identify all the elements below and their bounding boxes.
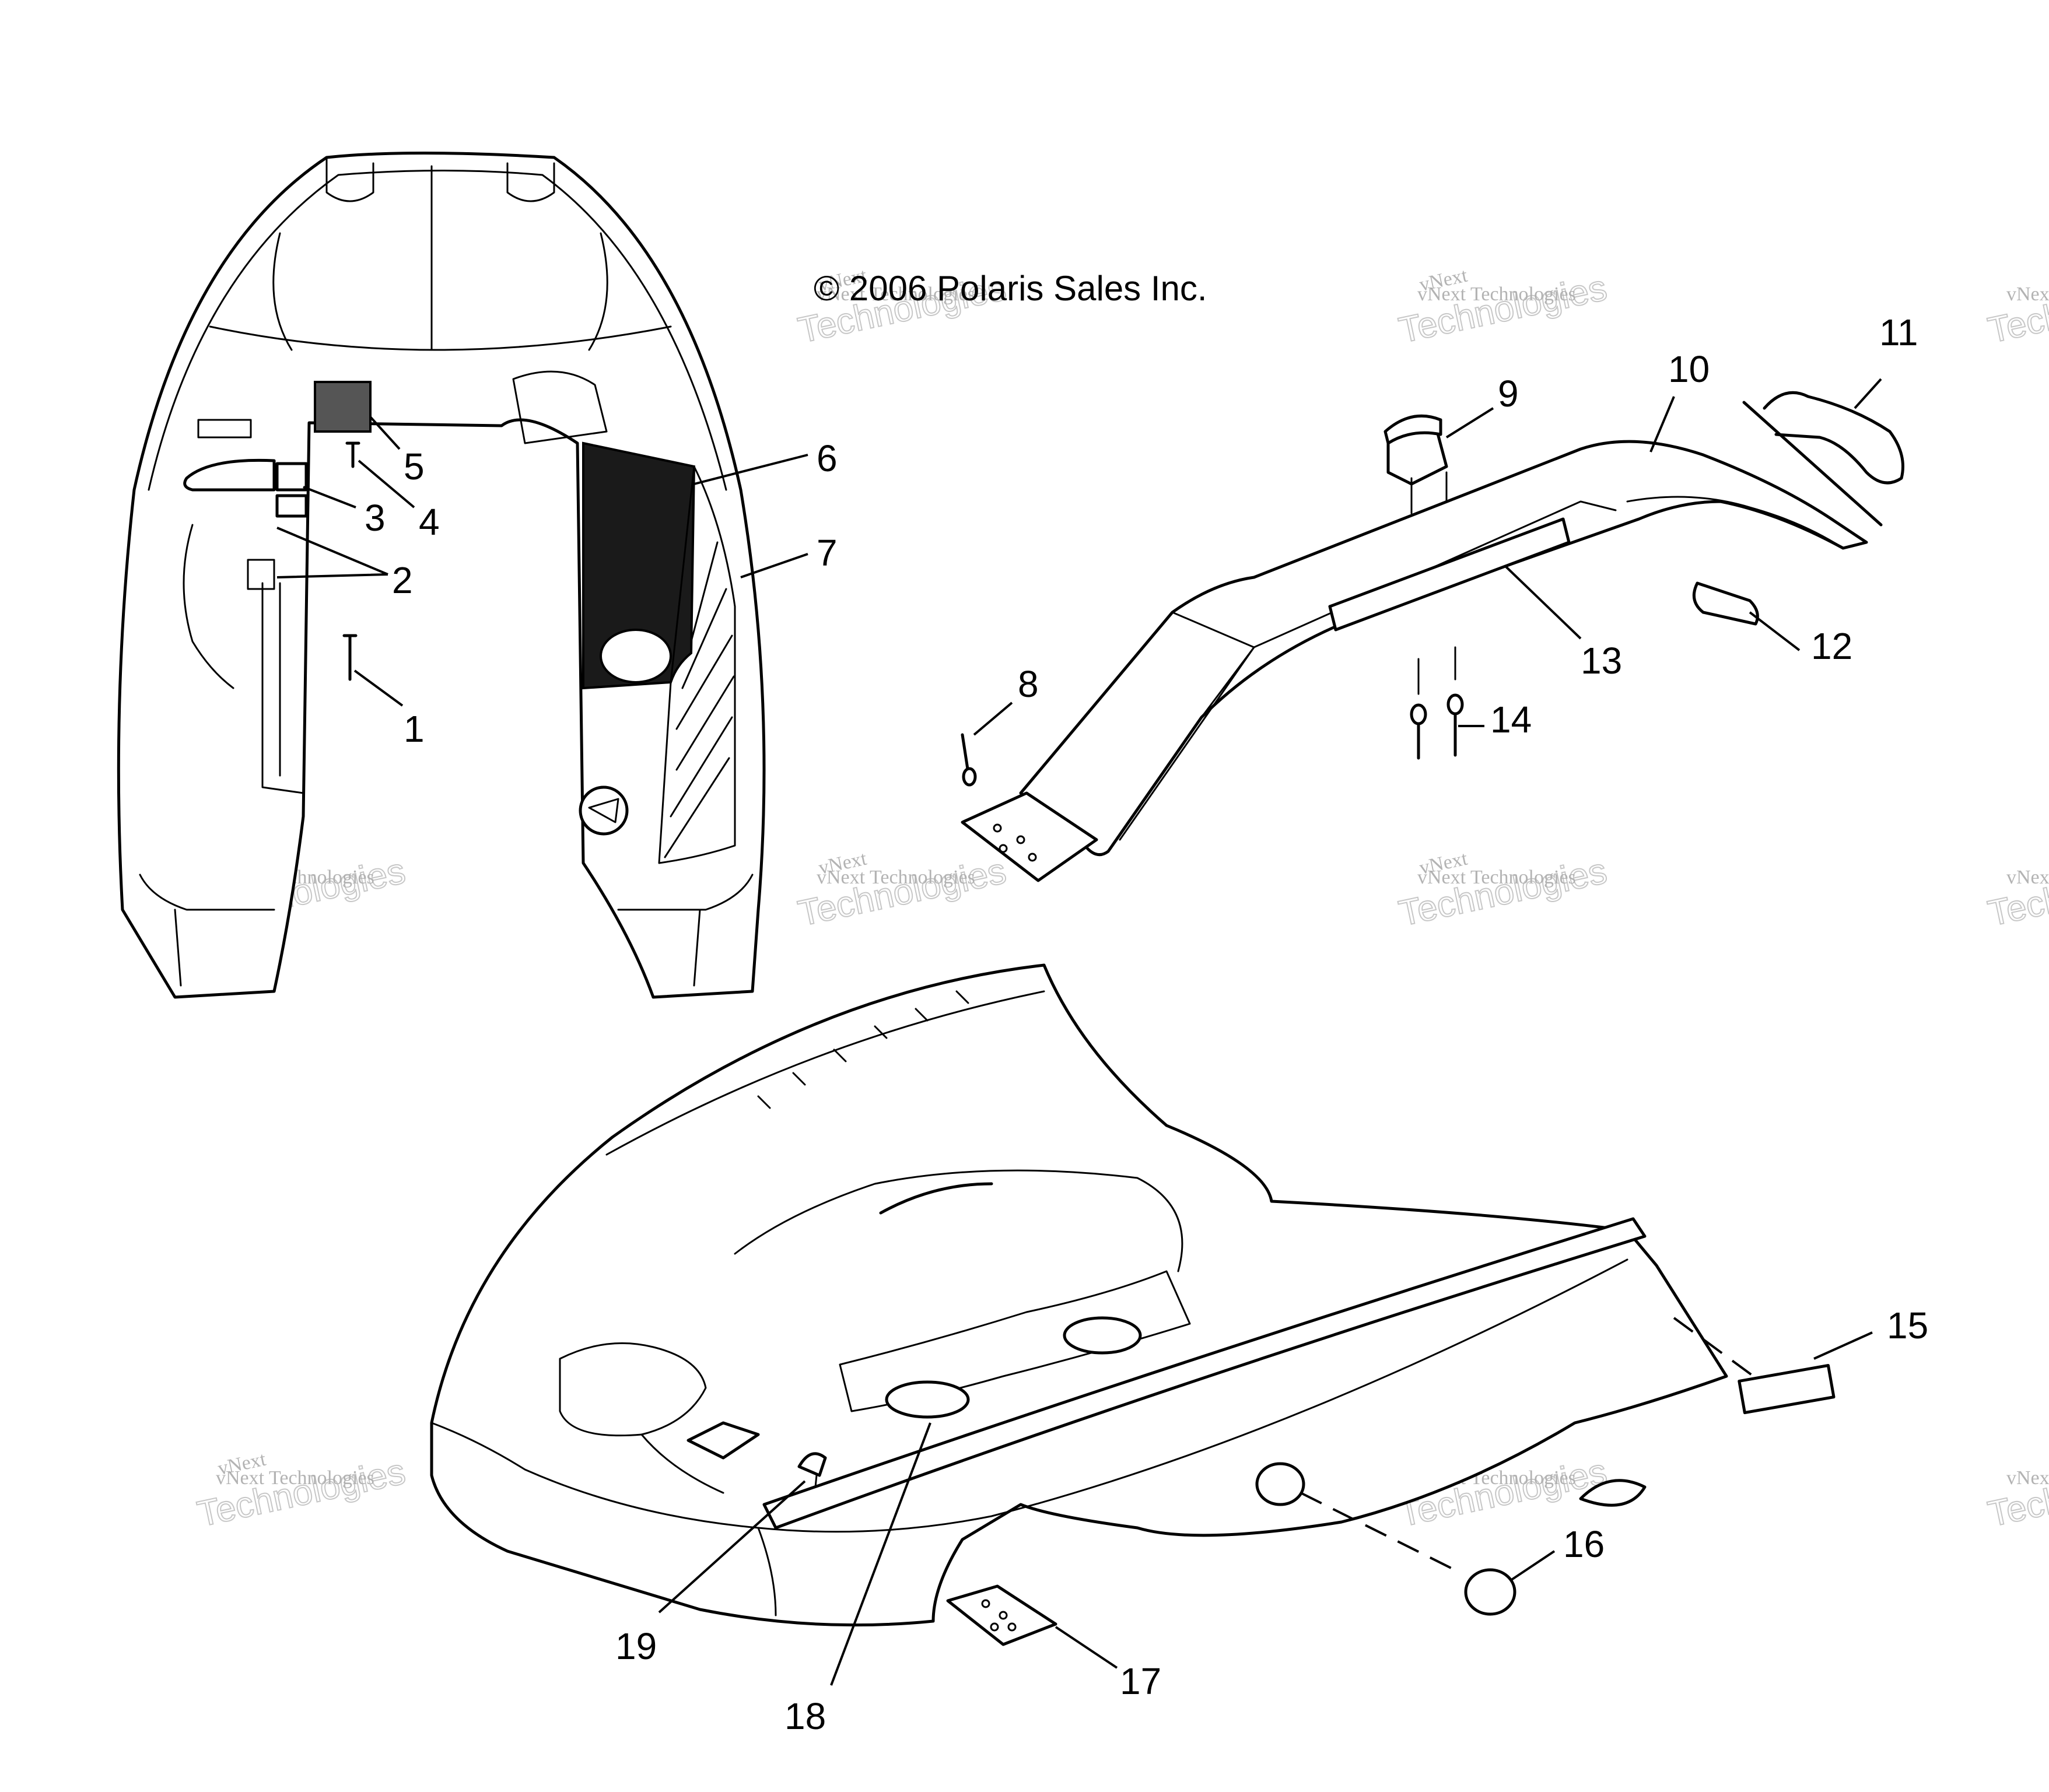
- callout-10: 10: [1668, 348, 1710, 390]
- watermark-tile: vNext Technologies Technologies: [1984, 1451, 2049, 1535]
- callout-12: 12: [1811, 625, 1852, 667]
- plug-16: [1464, 1568, 1516, 1616]
- callout-18: 18: [784, 1695, 826, 1737]
- callout-19: 19: [615, 1625, 657, 1667]
- hinge-plate-8: [961, 791, 1098, 882]
- callout-9: 9: [1498, 373, 1519, 415]
- sleeve-12: [1692, 581, 1759, 626]
- callout-16: 16: [1563, 1523, 1605, 1565]
- svg-text:Technologies: Technologies: [1985, 1451, 2049, 1535]
- hood-top-view: [117, 152, 766, 999]
- callout-3: 3: [365, 497, 386, 539]
- trim-strip: [762, 1217, 1647, 1530]
- hatched-pad: [658, 465, 736, 864]
- callout-13: 13: [1581, 640, 1622, 682]
- callout-15: 15: [1887, 1304, 1928, 1346]
- callout-11: 11: [1879, 311, 1918, 353]
- latch-ring: [579, 785, 629, 836]
- foam-pad-dark: [582, 441, 696, 690]
- callout-4: 4: [419, 501, 440, 543]
- callout-8: 8: [1018, 663, 1039, 705]
- grommet-port: [1255, 1462, 1305, 1506]
- svg-text:vNext Technologies: vNext Technologies: [1417, 283, 1576, 305]
- callout-labels: 1 2 3 4 5 6 7 8 9 10 11 12 13 14 15 16 1…: [365, 311, 1928, 1737]
- watermark-tile: vNext Technologies Technologies: [1984, 850, 2049, 935]
- grommet-5: [314, 381, 372, 433]
- callout-6: 6: [817, 437, 838, 479]
- callout-7: 7: [817, 532, 838, 574]
- svg-text:vNext Technologies: vNext Technologies: [817, 283, 975, 305]
- hood-side-view: [430, 963, 1836, 1646]
- svg-text:vNext Technologies: vNext Technologies: [2006, 1467, 2049, 1489]
- svg-text:vNext Technologies: vNext Technologies: [2006, 283, 2049, 305]
- plate-17: [946, 1584, 1057, 1646]
- callout-5: 5: [404, 446, 425, 488]
- svg-text:Technologies: Technologies: [1985, 268, 2049, 351]
- windshield-assembly: [961, 391, 1904, 882]
- svg-text:vNext Technologies: vNext Technologies: [817, 867, 975, 888]
- rivet-14a: [1410, 703, 1427, 760]
- copyright-notice: © 2006 Polaris Sales Inc.: [814, 269, 1207, 308]
- watermark-tile: vNext vNext Technologies Technologies: [1395, 848, 1611, 935]
- svg-text:vNext Technologies: vNext Technologies: [1417, 867, 1576, 888]
- watermark-tile: vNext Technologies Technologies: [1984, 267, 2049, 352]
- callout-1: 1: [404, 708, 425, 750]
- leader-lines: [276, 378, 1882, 1686]
- clip-19: [797, 1452, 827, 1477]
- badge-15: [1738, 1363, 1836, 1415]
- watermark-tile: vNext vNext Technologies Technologies: [1395, 265, 1611, 352]
- svg-text:vNext Technologies: vNext Technologies: [216, 1467, 374, 1489]
- bracket-3b: [275, 494, 308, 518]
- callout-14: 14: [1490, 699, 1532, 741]
- svg-text:Technologies: Technologies: [1985, 851, 2049, 934]
- callout-2: 2: [392, 559, 413, 601]
- svg-text:vNext Technologies: vNext Technologies: [2006, 867, 2049, 888]
- rivet-14b: [1446, 693, 1464, 757]
- bracket-3: [275, 462, 308, 492]
- watermark-tile: vNext vNext Technologies Technologies: [194, 1449, 409, 1535]
- watermark-tile: vNext vNext Technologies Technologies: [794, 848, 1010, 935]
- cable-11: [1763, 391, 1904, 485]
- callout-17: 17: [1120, 1660, 1161, 1702]
